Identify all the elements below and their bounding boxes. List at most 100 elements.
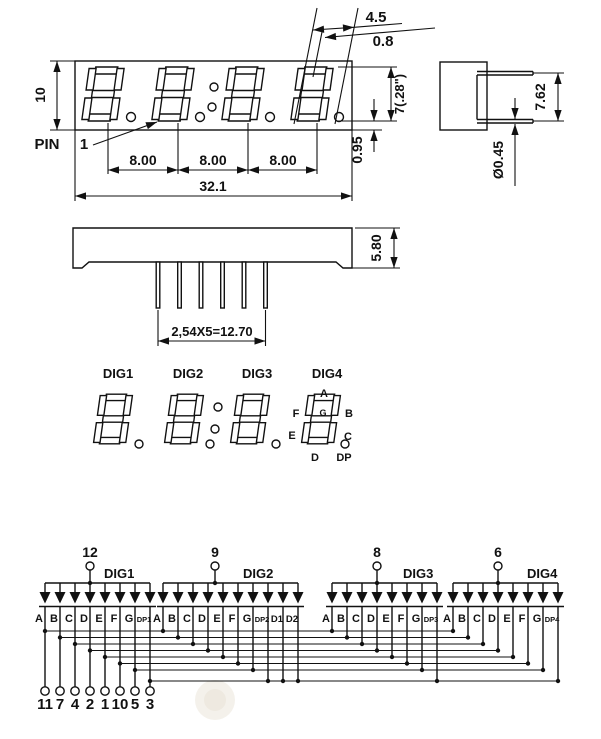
junction-dot [72, 641, 78, 647]
lead-pin [198, 261, 204, 309]
led-label-g: G [243, 613, 252, 625]
led-diode-d [84, 592, 96, 604]
led-label-d: D [367, 613, 375, 625]
profile-pins [155, 261, 269, 309]
decimal-point [194, 111, 206, 123]
front-digit-2 [151, 66, 195, 122]
dim-pitch-2: 8.00 [199, 152, 226, 168]
led-diode-e [99, 592, 111, 604]
pin-label: PIN [34, 136, 59, 153]
led-diode-d [202, 592, 214, 604]
segment [122, 394, 134, 417]
led-diode-c [356, 592, 368, 604]
junction-dot [147, 678, 153, 684]
schematic-dig-label: DIG2 [243, 566, 273, 581]
segment-f-label: F [293, 408, 300, 420]
led-diode-c [477, 592, 489, 604]
segment-pin-terminal [40, 686, 50, 696]
led-label-g: G [533, 613, 542, 625]
led-label-d: D [80, 613, 88, 625]
segment-pin-number: 1 [101, 696, 109, 713]
segment [151, 97, 163, 121]
junction-dot [87, 648, 93, 653]
segment-pin-number: 2 [86, 696, 94, 713]
segment-pin-number: 7 [56, 696, 64, 713]
segment-pin-terminal [115, 686, 125, 696]
decimal-point [205, 439, 215, 449]
junction-dot [265, 678, 271, 684]
led-label-e: E [95, 613, 102, 625]
junction-dot [160, 628, 166, 634]
led-diode-d [492, 592, 504, 604]
segment [81, 97, 93, 121]
front-view: 4.5 0.8 10 PIN 1 8.00 8.00 8.00 32.1 0.9… [32, 7, 436, 201]
led-label-f: F [519, 613, 526, 625]
dim-lead-pitch: 2,54X5=12.70 [171, 324, 252, 339]
led-label-e: E [213, 613, 220, 625]
junction-dot [220, 654, 226, 660]
led-diode-e [507, 592, 519, 604]
segment-pin-number: 5 [131, 696, 139, 713]
common-pin-number: 9 [211, 544, 219, 560]
dim-digit-slant-width: 4.5 [366, 9, 387, 26]
dig1-label: DIG1 [103, 366, 133, 381]
led-diode-d1 [277, 592, 289, 604]
segment-pin-terminal [55, 686, 65, 696]
decimal-point [264, 111, 276, 123]
led-diode-a [39, 592, 51, 604]
segment [233, 394, 245, 417]
led-diode-a [326, 592, 338, 604]
segment [175, 393, 199, 402]
led-diode-b [341, 592, 353, 604]
segment [163, 421, 175, 444]
segment-pin-terminal [70, 686, 80, 696]
segment [183, 67, 195, 91]
common-pin-terminal [210, 561, 220, 571]
led-label-a: A [443, 613, 451, 625]
common-pin-number: 6 [494, 544, 502, 560]
led-diode-b [54, 592, 66, 604]
segment [296, 113, 321, 122]
segment [109, 97, 121, 121]
seg-view-digit-4 [300, 393, 342, 445]
dig4-label: DIG4 [312, 366, 343, 381]
segment-b-label: B [345, 408, 353, 420]
segment [179, 97, 191, 121]
segment [189, 421, 201, 444]
bottom-profile-view: 2,54X5=12.70 5.80 [72, 227, 400, 346]
front-digits [81, 66, 345, 123]
dim-segment-width: 0.8 [373, 33, 394, 50]
junction-dot [510, 654, 516, 660]
junction-dot [175, 635, 181, 640]
led-diode-f [401, 592, 413, 604]
led-label-dp1: DP1 [137, 615, 152, 624]
dim-4.5-line [312, 24, 355, 33]
lead-pin [155, 261, 161, 309]
watermark [195, 680, 235, 720]
led-diode-f [232, 592, 244, 604]
junction-dot [57, 635, 63, 640]
junction-dot [132, 667, 138, 673]
segment [255, 421, 267, 444]
segment [227, 113, 252, 122]
junction-dot [102, 654, 108, 660]
segment [98, 436, 122, 445]
led-label-d: D [488, 613, 496, 625]
segment [300, 421, 312, 444]
seg-view-digit-3 [229, 393, 271, 445]
segment-g-label: G [319, 408, 326, 418]
segment [241, 393, 265, 402]
schematic-dig-label: DIG1 [104, 566, 134, 581]
dim-lead-span: 7.62 [532, 83, 548, 110]
led-diode-a [447, 592, 459, 604]
led-diode-c [187, 592, 199, 604]
dim-body-thickness: 5.80 [368, 234, 384, 261]
led-diode-d2 [292, 592, 304, 604]
front-digit-4 [290, 66, 334, 122]
common-pin-terminal [372, 561, 382, 571]
segment [259, 394, 271, 417]
segment-dp-label: DP [336, 452, 351, 464]
